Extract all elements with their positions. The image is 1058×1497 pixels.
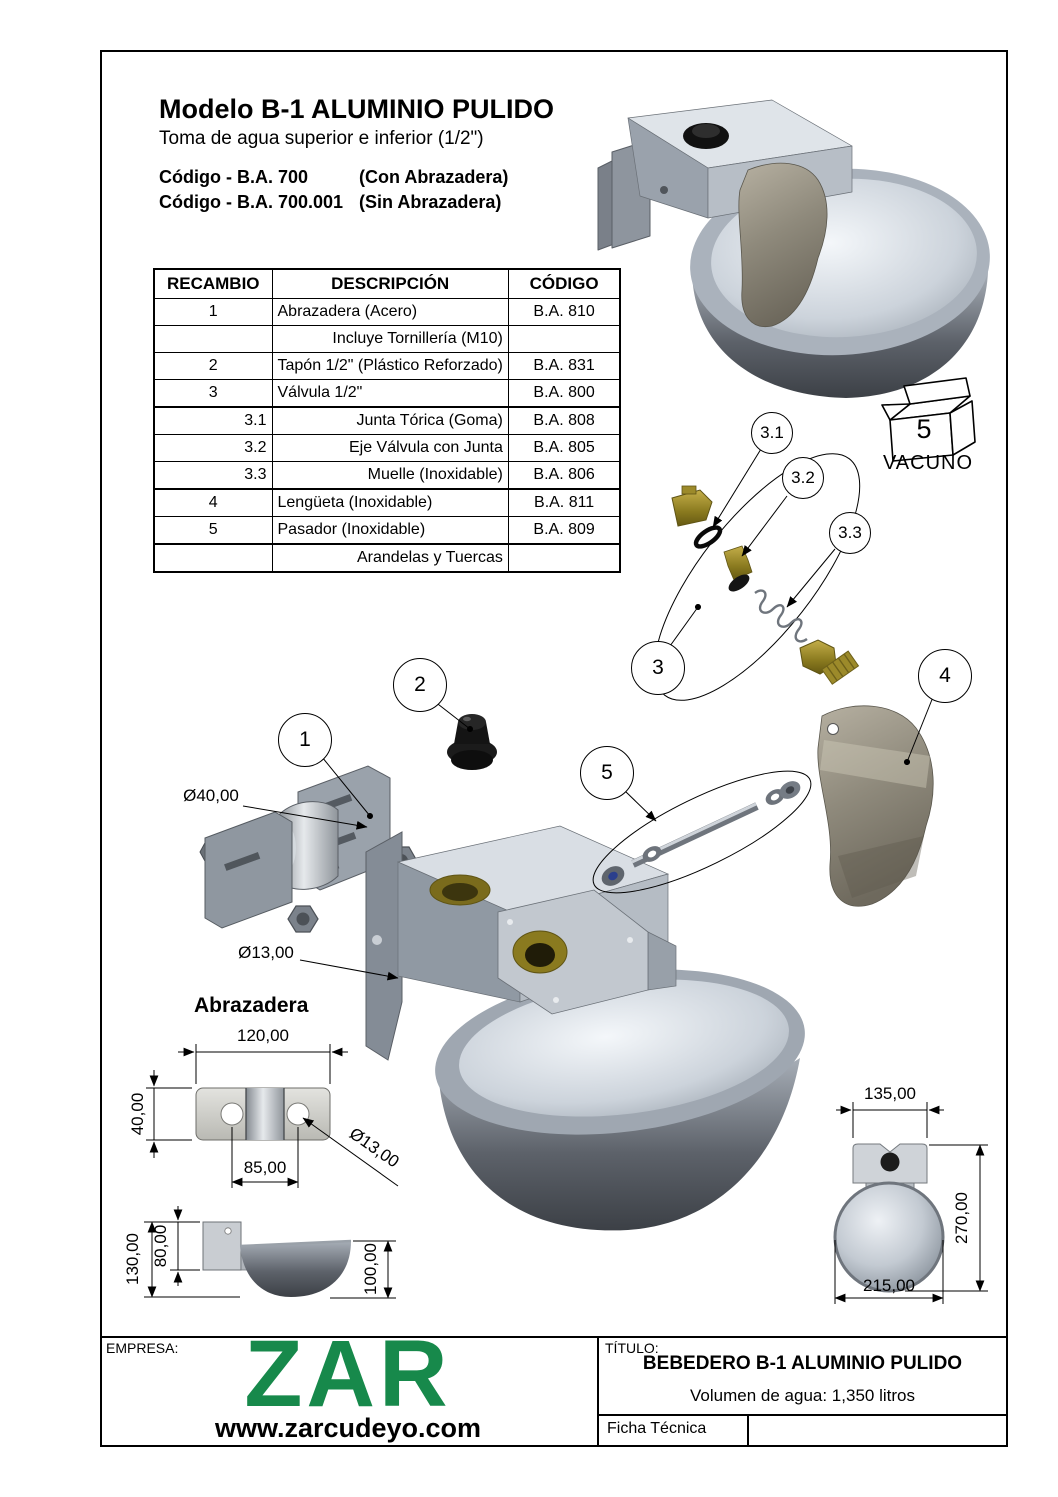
leader-lines [242, 448, 934, 1187]
document-type: Ficha Técnica [607, 1420, 707, 1437]
clamp-section-heading: Abrazadera [194, 994, 309, 1017]
dim-clamp-hole-spacing: 85,00 [243, 1158, 287, 1177]
dim-pipe-diameter: Ø40,00 [183, 786, 239, 805]
col-descripcion: DESCRIPCIÓN [271, 268, 509, 299]
dim-clamp-width: 120,00 [237, 1026, 289, 1045]
titleblock-top-line [100, 1336, 1008, 1338]
titleblock-mid-line [597, 1414, 1008, 1416]
category-label: VACUNO [882, 452, 974, 474]
exploded-tongue [817, 705, 934, 907]
table-row: Incluye Tornillería (M10) [153, 325, 621, 353]
table-row: 5 Pasador (Inoxidable) B.A. 809 [153, 516, 621, 545]
table-row: 3.3 Muelle (Inoxidable) B.A. 806 [153, 461, 621, 490]
code-value: Código - B.A. 700 [159, 167, 309, 187]
balloon-3-3: 3.3 [829, 512, 871, 554]
dim-side-total-height: 130,00 [123, 1233, 142, 1285]
dim-side-bracket-height: 80,00 [151, 1224, 170, 1268]
code-variant: (Con Abrazadera) [359, 167, 509, 187]
col-codigo: CÓDIGO [507, 268, 621, 299]
code-value: Código - B.A. 700.001 [159, 192, 344, 212]
table-row: 4 Lengüeta (Inoxidable) B.A. 811 [153, 488, 621, 517]
volume-note: Volumen de agua: 1,350 litros [690, 1386, 915, 1405]
clamp-front-view [195, 1087, 331, 1141]
table-row: 3 Válvula 1/2" B.A. 800 [153, 379, 621, 408]
code-line-2: Código - B.A. 700.001 (Sin Abrazadera) [159, 192, 501, 213]
company-logo: ZAR [244, 1321, 452, 1427]
table-row: 3.2 Eje Válvula con Junta B.A. 805 [153, 434, 621, 462]
dim-side-bowl-height: 100,00 [361, 1243, 380, 1295]
front-view [833, 1143, 945, 1293]
balloon-2: 2 [393, 658, 447, 712]
table-row: 2 Tapón 1/2" (Plástico Reforzado) B.A. 8… [153, 352, 621, 380]
dim-front-top-width: 135,00 [864, 1084, 916, 1103]
balloon-4: 4 [918, 649, 972, 703]
title-label: TÍTULO: [605, 1340, 659, 1356]
page-title: Modelo B-1 ALUMINIO PULIDO [159, 94, 554, 124]
exploded-valve [653, 453, 861, 701]
table-row: Arandelas y Tuercas [153, 543, 621, 573]
table-row: 1 Abrazadera (Acero) B.A. 810 [153, 298, 621, 326]
dimension-lines [144, 1044, 988, 1304]
dim-body-hole: Ø13,00 [238, 943, 294, 962]
parts-table: RECAMBIO DESCRIPCIÓN CÓDIGO 1 Abrazadera… [153, 268, 622, 573]
table-header-row: RECAMBIO DESCRIPCIÓN CÓDIGO [153, 268, 621, 299]
balloon-1: 1 [278, 713, 332, 767]
company-label: EMPRESA: [106, 1340, 179, 1356]
balloon-3: 3 [631, 641, 685, 695]
balloon-3-1: 3.1 [751, 412, 793, 454]
titleblock-vertical-divider [597, 1336, 599, 1447]
col-recambio: RECAMBIO [153, 268, 273, 299]
code-variant: (Sin Abrazadera) [359, 192, 502, 212]
drawing-frame [100, 50, 1008, 1447]
company-website: www.zarcudeyo.com [214, 1413, 482, 1443]
exploded-pin [592, 770, 812, 894]
dim-front-total-height: 270,00 [952, 1192, 971, 1244]
balloon-5: 5 [580, 746, 634, 800]
dim-front-bowl-width: 215,00 [863, 1276, 915, 1295]
titleblock-bottom-divider [747, 1414, 749, 1447]
code-line-1: Código - B.A. 700 (Con Abrazadera) [159, 167, 508, 188]
exploded-body-bowl [365, 825, 805, 1231]
exploded-plug [447, 714, 497, 770]
table-row: 3.1 Junta Tórica (Goma) B.A. 808 [153, 406, 621, 435]
balloon-3-2: 3.2 [782, 457, 824, 499]
box-number: 5 [916, 414, 932, 444]
dim-clamp-height: 40,00 [128, 1092, 147, 1136]
assembled-view [597, 99, 990, 398]
side-view [202, 1221, 352, 1297]
page-subtitle: Toma de agua superior e inferior (1/2") [159, 128, 484, 149]
document-title: BEBEDERO B-1 ALUMINIO PULIDO [642, 1353, 963, 1374]
open-box-icon [881, 377, 976, 462]
